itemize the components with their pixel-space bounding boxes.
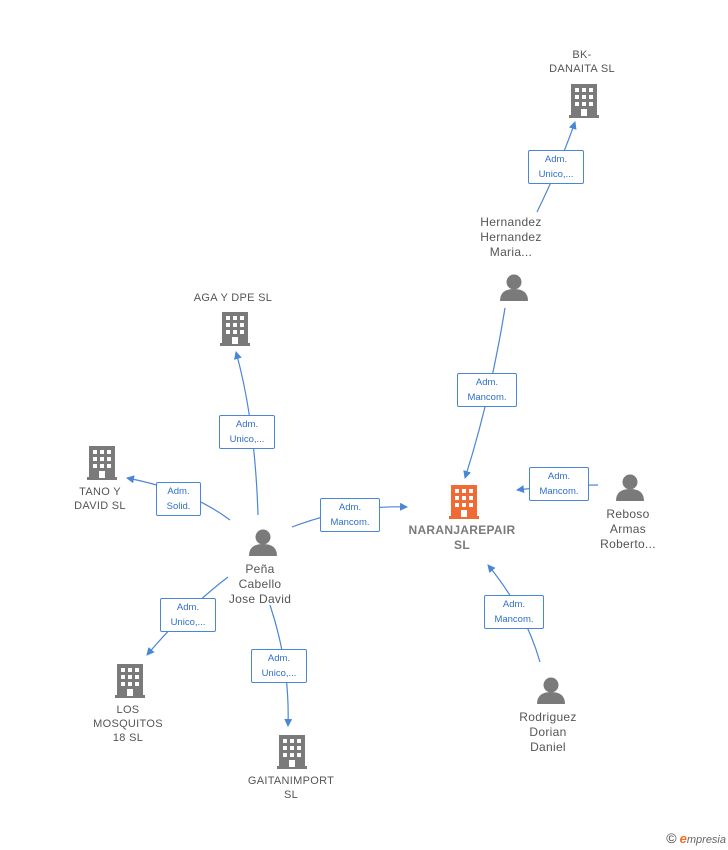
building-icon <box>569 84 599 118</box>
person-icon <box>616 474 644 501</box>
person-icon <box>500 274 528 301</box>
building-icon <box>220 312 250 346</box>
copyright-icon: © <box>666 830 677 846</box>
node-label: NARANJAREPAIR SL <box>408 523 516 552</box>
relation-label-pena-gaitan[interactable]: Adm. Unico,... <box>251 649 307 683</box>
relation-label-pena-mosquitos[interactable]: Adm. Unico,... <box>160 598 216 632</box>
node-label: Reboso Armas Roberto... <box>600 507 656 551</box>
building-icon <box>115 664 145 698</box>
relation-label-pena-naranja[interactable]: Adm. Mancom. <box>320 498 380 532</box>
relation-label-hernandez-naranja[interactable]: Adm. Mancom. <box>457 373 517 407</box>
person-icon <box>249 529 277 556</box>
node-label: GAITANIMPORT SL <box>247 775 335 801</box>
node-label: AGA Y DPE SL <box>193 292 273 304</box>
node-label: BK- DANAITA SL <box>549 49 615 75</box>
node-label: Hernandez Hernandez Maria... <box>480 215 542 259</box>
relation-label-pena-aga[interactable]: Adm. Unico,... <box>219 415 275 449</box>
node-label: Peña Cabello Jose David <box>228 562 292 606</box>
building-icon <box>449 485 479 519</box>
node-label: Rodriguez Dorian Daniel <box>519 710 577 754</box>
node-label: LOS MOSQUITOS 18 SL <box>93 704 163 744</box>
relation-label-hernandez-bk[interactable]: Adm. Unico,... <box>528 150 584 184</box>
node-label: TANO Y DAVID SL <box>74 486 126 512</box>
brand-logo-e: e <box>679 831 687 846</box>
person-icon <box>537 677 565 704</box>
brand-logo-text: mpresia <box>686 834 726 846</box>
building-icon <box>87 446 117 480</box>
relation-label-rodriguez-naranja[interactable]: Adm. Mancom. <box>484 595 544 629</box>
building-icon <box>277 735 307 769</box>
relation-label-pena-tano[interactable]: Adm. Solid. <box>156 482 201 516</box>
relation-label-reboso-naranja[interactable]: Adm. Mancom. <box>529 467 589 501</box>
brand-watermark: © empresia <box>666 830 726 846</box>
